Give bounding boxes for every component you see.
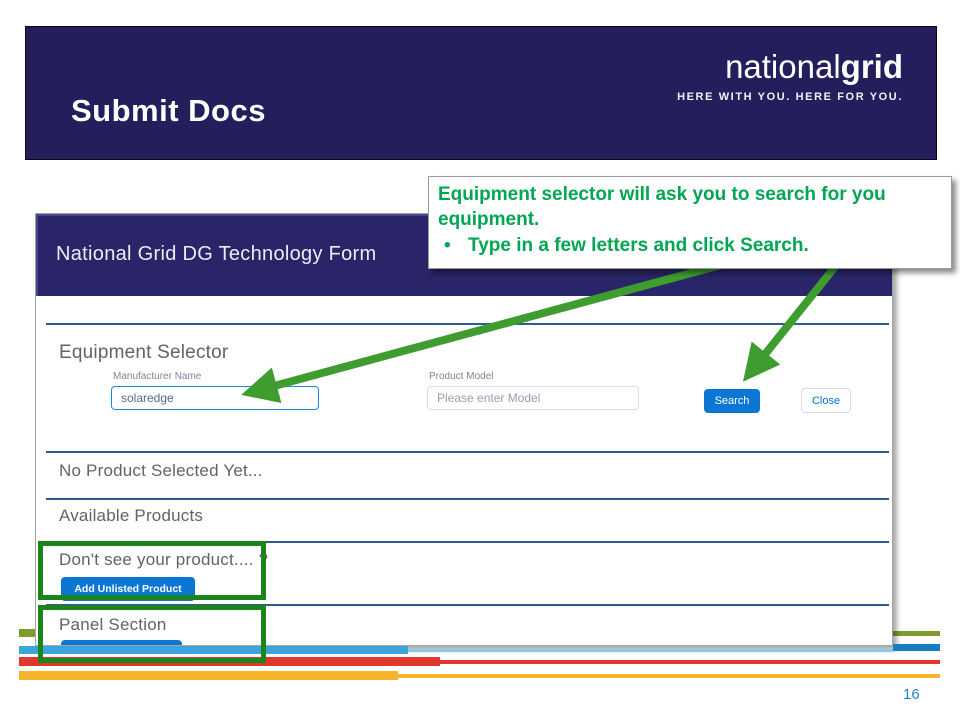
page-title: Submit Docs [71,93,266,128]
section-divider [46,604,889,606]
search-button[interactable]: Search [704,389,760,413]
available-products-heading: Available Products [59,506,204,525]
logo-tagline: HERE WITH YOU. HERE FOR YOU. [677,91,903,104]
callout-bullet-text: Type in a few letters and click Search. [468,234,809,256]
close-button[interactable]: Close [801,388,851,413]
instruction-callout: Equipment selector will ask you to searc… [428,176,952,269]
accent-stripe-blue-right [893,644,940,651]
logo-word-national: national [725,48,841,85]
accent-stripe-red [19,660,940,664]
section-divider [46,323,889,325]
section-divider [46,498,889,500]
accent-stripe-olive-thick [19,629,35,637]
form-header-title: National Grid DG Technology Form [56,243,377,265]
accent-stripe-blue-thick [19,646,408,654]
highlight-box-panel-section [38,605,266,663]
equipment-selector-heading: Equipment Selector [59,342,229,363]
bullet-glyph: • [444,234,451,256]
panel-section-heading: Panel Section [59,615,167,634]
product-model-label: Product Model [429,371,494,382]
highlight-box-unlisted-product [38,541,266,600]
callout-text-line: Equipment selector will ask you to searc… [438,184,886,231]
page-number: 16 [903,686,920,703]
nationalgrid-logo: nationalgrid HERE WITH YOU. HERE FOR YOU… [677,48,903,104]
no-product-selected-heading: No Product Selected Yet... [59,461,263,480]
accent-stripe-yellow [19,674,940,678]
accent-stripe-yellow-thick [19,671,398,680]
callout-bullet-item: • Type in a few letters and click Search… [438,233,942,258]
add-panel-product-button[interactable]: Add Panel Product [61,640,182,645]
section-divider [46,541,889,543]
nationalgrid-logo-wordmark: nationalgrid [677,48,903,85]
accent-stripe-blue-mid [35,649,893,652]
section-divider [46,451,889,453]
logo-word-grid: grid [840,48,903,85]
product-model-input[interactable] [427,386,639,410]
dont-see-product-heading: Don't see your product.... ? [59,550,269,569]
manufacturer-name-label: Manufacturer Name [113,371,202,382]
slide-title-banner: Submit Docs nationalgrid HERE WITH YOU. … [25,26,937,160]
manufacturer-name-input[interactable] [111,386,319,410]
